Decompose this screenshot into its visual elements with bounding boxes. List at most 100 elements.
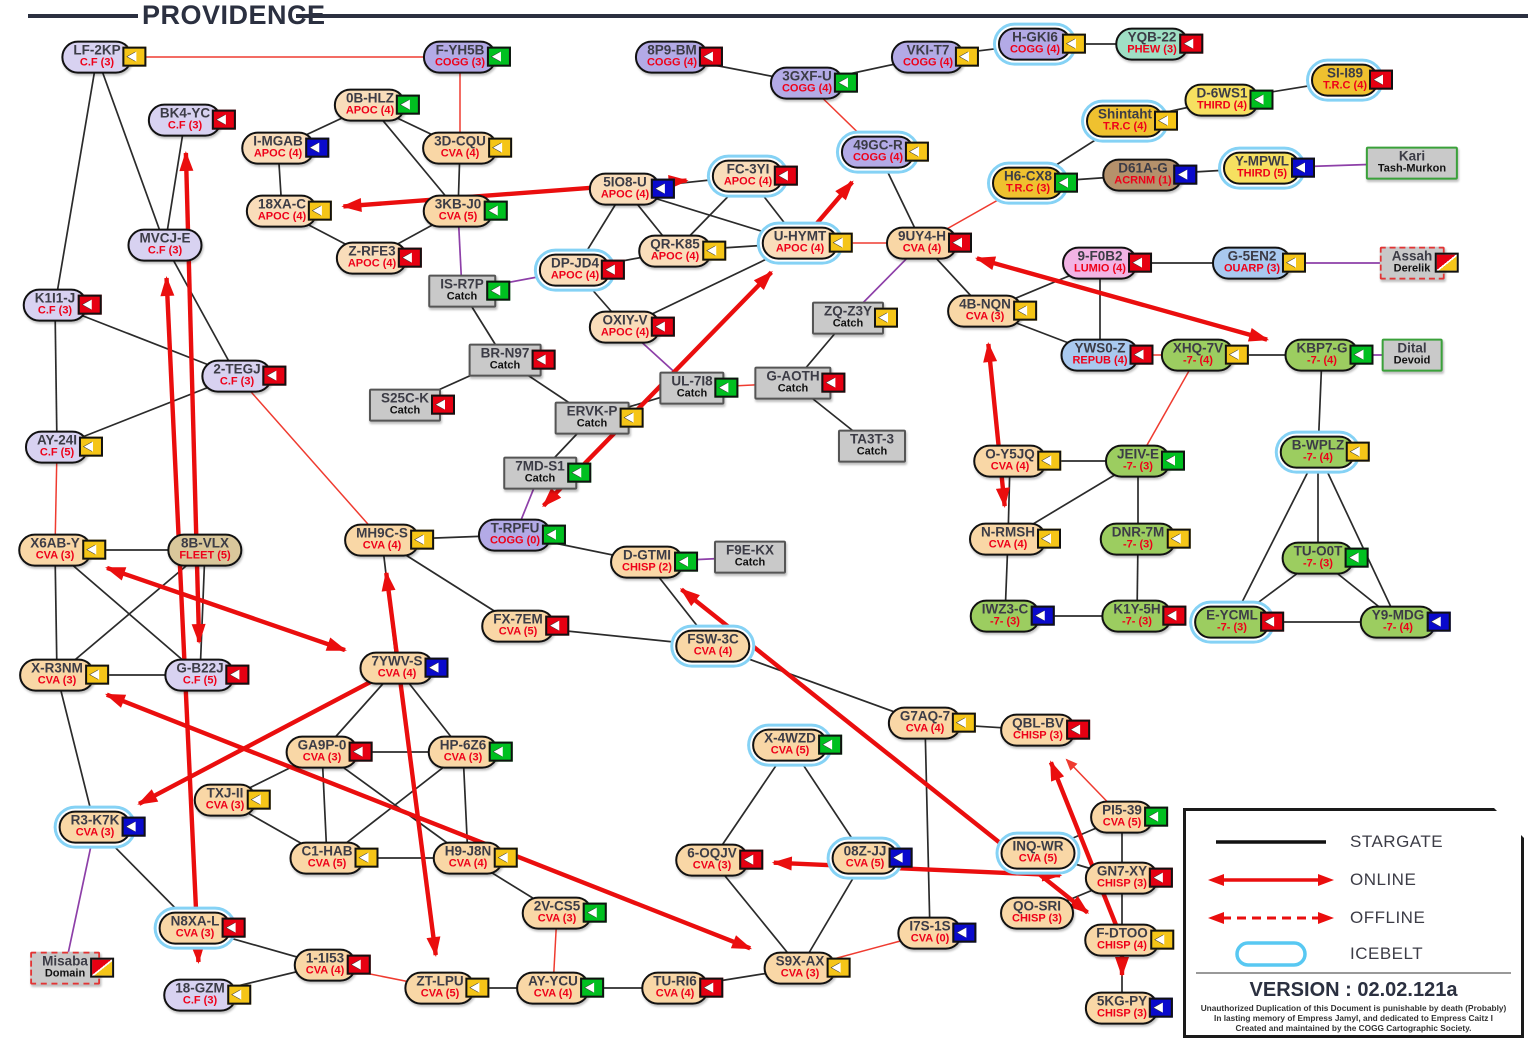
system-node-JEIV-E[interactable]: JEIV-E-7- (3) xyxy=(1104,444,1186,478)
system-name: UL-7I8 xyxy=(671,373,713,389)
system-node-TU-O0T[interactable]: TU-O0T-7- (3) xyxy=(1281,541,1369,575)
system-node-IWZ3-C[interactable]: IWZ3-C-7- (3) xyxy=(969,599,1055,633)
system-node-XHQ-7V[interactable]: XHQ-7V-7- (4) xyxy=(1160,338,1250,372)
system-node-KBP7-G[interactable]: KBP7-G-7- (4) xyxy=(1284,338,1374,372)
system-node-E-YCML[interactable]: E-YCML-7- (3) xyxy=(1194,605,1284,639)
system-node-DNR-7M[interactable]: DNR-7M-7- (3) xyxy=(1099,522,1191,556)
system-node-Y9-MDG[interactable]: Y9-MDG-7- (4) xyxy=(1359,605,1451,639)
system-node-B-WPLZ[interactable]: B-WPLZ-7- (4) xyxy=(1279,435,1371,469)
edge-gate-X-R3NM-R3-K7K xyxy=(56,674,96,828)
system-node-K1Y-5H[interactable]: K1Y-5H-7- (3) xyxy=(1101,599,1187,633)
